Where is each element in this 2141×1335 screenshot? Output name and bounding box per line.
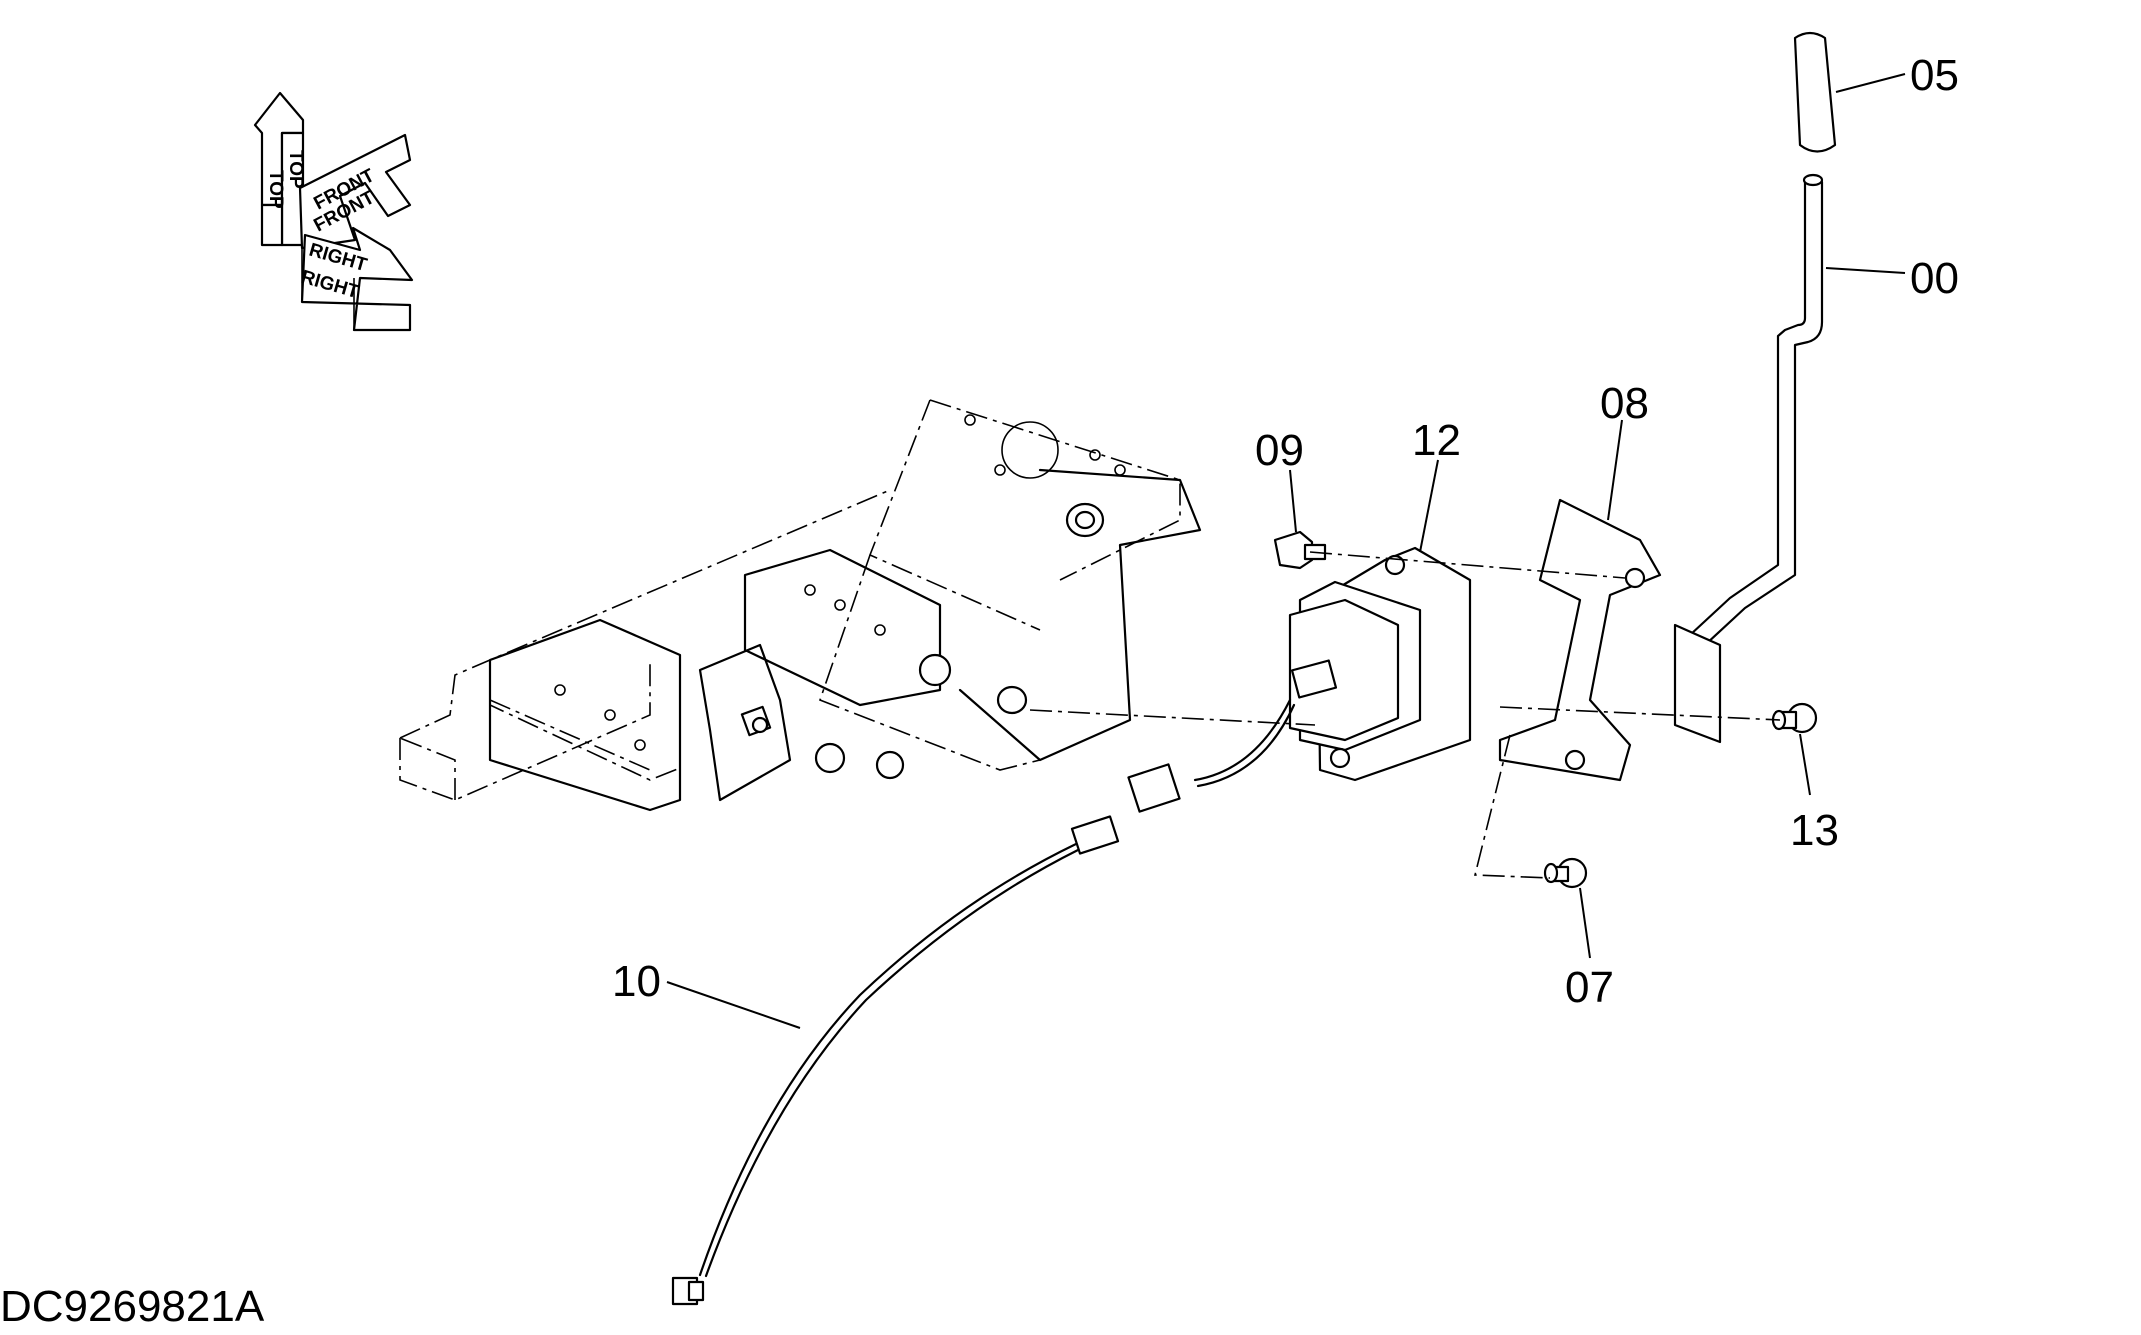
callout-09: 09 <box>1255 426 1304 475</box>
lever-knob-part-05 <box>1793 31 1837 153</box>
callout-13: 13 <box>1790 806 1839 855</box>
wire-harness-part-10 <box>671 698 1296 1306</box>
orientation-top-label-2: TOP <box>285 150 306 189</box>
bolt-part-07 <box>1543 857 1588 889</box>
orientation-top-label-1: TOP <box>265 170 286 209</box>
leader-lines <box>666 73 1906 1029</box>
bolt-part-13 <box>1771 702 1818 734</box>
lever-rod-part-00 <box>1673 173 1824 744</box>
alignment-lines <box>1029 551 1781 879</box>
callout-10: 10 <box>612 957 661 1006</box>
callout-08: 08 <box>1600 379 1649 428</box>
callout-12: 12 <box>1412 416 1461 465</box>
orientation-arrows-icon: TOP TOP FRONT FRONT RIGHT RIGHT <box>253 91 414 332</box>
callout-07: 07 <box>1565 963 1614 1012</box>
mounting-plate-part-08 <box>1498 498 1662 782</box>
callout-05: 05 <box>1910 51 1959 100</box>
control-unit-part-12 <box>1288 546 1472 782</box>
drawing-id: DC9269821A <box>0 1282 265 1331</box>
frame-assembly <box>399 399 1202 812</box>
bolt-part-09 <box>1273 530 1327 570</box>
callout-00: 00 <box>1910 254 1959 303</box>
